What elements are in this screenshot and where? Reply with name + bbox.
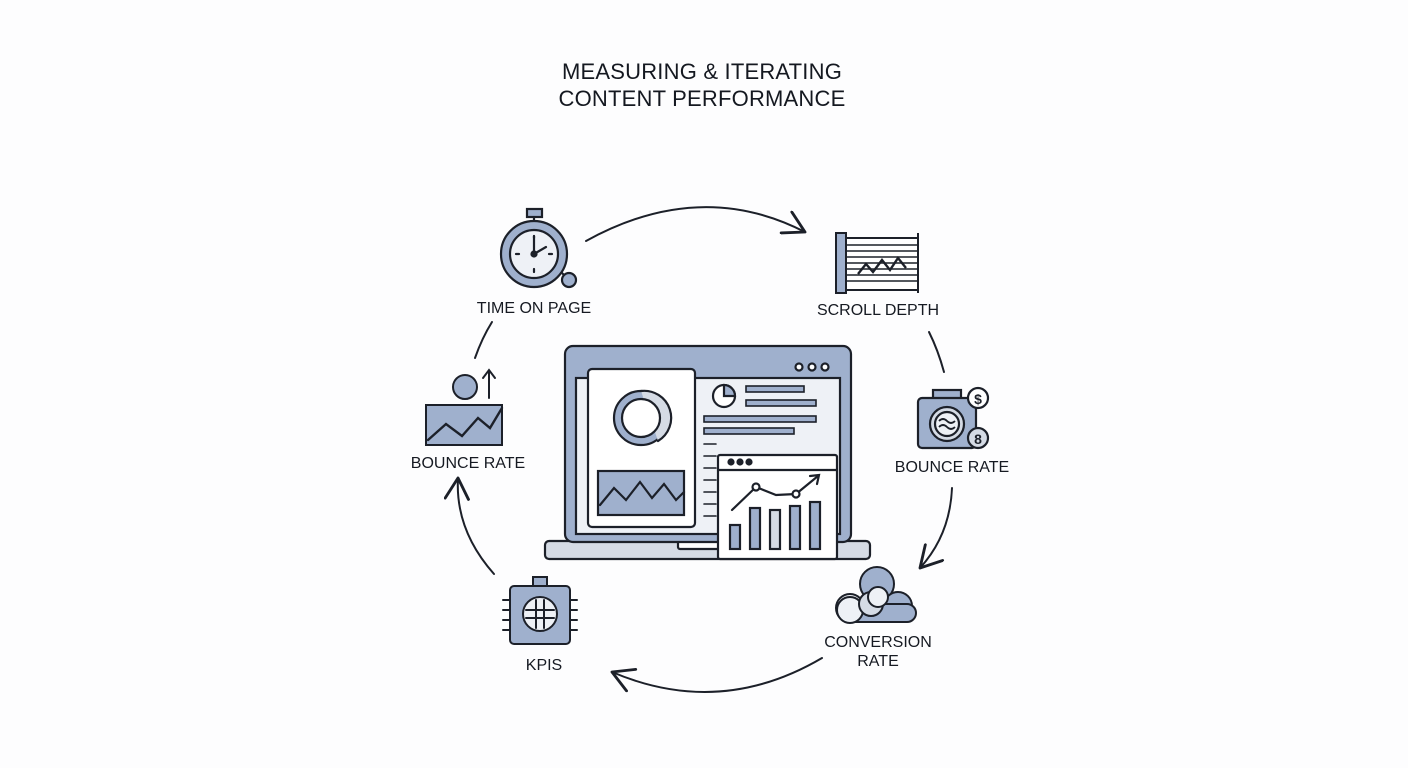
scroll-chart-icon — [835, 232, 919, 294]
diagram-title: MEASURING & ITERATING CONTENT PERFORMANC… — [0, 58, 1404, 112]
arrow-bounce-to-time — [474, 321, 493, 359]
label-kpis: KPIS — [526, 657, 562, 674]
label-bounce-rate-right: BOUNCE RATE — [895, 459, 1009, 476]
label-scroll-depth: SCROLL DEPTH — [817, 302, 939, 319]
label-time-on-page: TIME ON PAGE — [477, 300, 591, 317]
label-conversion: CONVERSION — [824, 634, 932, 651]
person-trend-icon — [425, 368, 504, 446]
label-rate: RATE — [857, 653, 898, 670]
arrow-conversion-to-kpis — [612, 657, 823, 693]
camera-currency-icon: $ 8 — [916, 386, 990, 450]
cycle-arrows — [458, 206, 953, 693]
analytics-dashboard-laptop-icon — [543, 344, 872, 561]
stopwatch-icon — [499, 207, 578, 289]
arrow-kpis-to-bounce — [458, 478, 495, 575]
label-bounce-rate-left: BOUNCE RATE — [411, 455, 525, 472]
cloud-icon — [835, 566, 917, 624]
title-line-2: CONTENT PERFORMANCE — [558, 86, 846, 111]
title-line-1: MEASURING & ITERATING — [561, 59, 843, 84]
arrow-scroll-to-bounce — [928, 331, 945, 373]
arrow-time-to-scroll — [585, 206, 805, 242]
kpi-chip-icon — [502, 576, 578, 645]
svg-text:$: $ — [974, 391, 982, 407]
svg-text:8: 8 — [974, 431, 982, 447]
arrow-bounce-to-conversion — [920, 487, 953, 568]
